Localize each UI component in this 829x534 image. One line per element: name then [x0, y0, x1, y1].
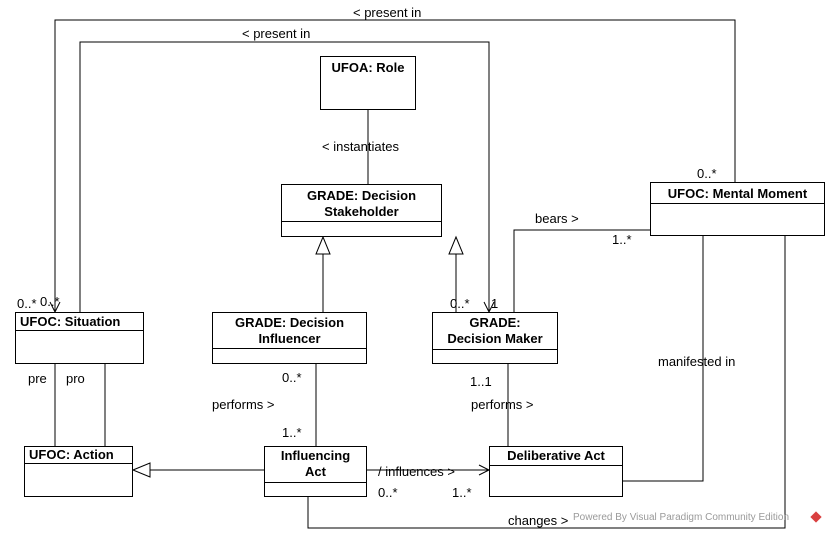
bears-line	[513, 229, 650, 312]
generalization-influencer-arrowhead	[315, 235, 331, 255]
multiplicity-maker-right: 1	[491, 296, 499, 311]
multiplicity-influences-source: 0..*	[378, 485, 398, 500]
multiplicity-influencer-bottom: 0..*	[282, 370, 302, 385]
performs-maker-label: performs >	[471, 397, 534, 412]
multiplicity-mental-moment-top: 0..*	[697, 166, 717, 181]
present-in-outer-line	[54, 19, 736, 312]
instantiates-label: < instantiates	[322, 139, 399, 154]
multiplicity-influencing-act-top: 1..*	[282, 425, 302, 440]
class-decision-maker[interactable]: GRADE: Decision Maker	[432, 312, 558, 364]
generalization-maker-arrowhead	[448, 235, 464, 255]
manifested-in-line	[623, 236, 704, 482]
class-decision-maker-line2: Decision Maker	[447, 331, 543, 346]
manifested-in-label: manifested in	[658, 354, 736, 369]
class-action[interactable]: UFOC: Action	[24, 446, 133, 497]
influences-label: / influences >	[378, 464, 455, 479]
class-mental-moment[interactable]: UFOC: Mental Moment	[650, 182, 825, 236]
class-influencing-act[interactable]: Influencing Act	[264, 446, 367, 497]
class-action-name: UFOC: Action	[25, 447, 132, 464]
present-in-inner-line	[79, 41, 490, 312]
class-decision-stakeholder-line1: GRADE: Decision	[306, 188, 417, 203]
class-decision-maker-line1: GRADE:	[469, 315, 521, 330]
class-influencing-act-line2: Act	[305, 464, 326, 479]
multiplicity-situation-left: 0..*	[17, 296, 37, 311]
class-mental-moment-name: UFOC: Mental Moment	[651, 183, 824, 204]
pre-label: pre	[28, 371, 47, 386]
generalization-action-arrowhead	[131, 462, 151, 478]
class-decision-influencer-line2: Influencer	[258, 331, 321, 346]
class-decision-influencer[interactable]: GRADE: Decision Influencer	[212, 312, 367, 364]
changes-line	[307, 236, 786, 529]
multiplicity-maker-left: 0..*	[450, 296, 470, 311]
watermark-text: Powered By Visual Paradigm Community Edi…	[573, 512, 790, 523]
class-situation[interactable]: UFOC: Situation	[15, 312, 144, 364]
multiplicity-situation-right: 0..*	[40, 294, 60, 309]
multiplicity-bears-mental: 1..*	[612, 232, 632, 247]
class-decision-maker-name: GRADE: Decision Maker	[433, 313, 557, 350]
class-deliberative-act-name: Deliberative Act	[490, 447, 622, 466]
present-in-outer-label: < present in	[353, 5, 422, 20]
class-ufoa-role-name: UFOA: Role	[331, 60, 405, 75]
pro-label: pro	[66, 371, 85, 386]
performs-influencer-label: performs >	[212, 397, 275, 412]
class-ufoa-role[interactable]: UFOA: Role	[320, 56, 416, 110]
class-decision-stakeholder-line2: Stakeholder	[324, 204, 399, 219]
class-situation-name: UFOC: Situation	[16, 313, 143, 331]
class-deliberative-act[interactable]: Deliberative Act	[489, 446, 623, 497]
class-decision-stakeholder[interactable]: GRADE: Decision Stakeholder	[281, 184, 442, 237]
class-decision-stakeholder-name: GRADE: Decision Stakeholder	[282, 185, 441, 222]
class-decision-influencer-name: GRADE: Decision Influencer	[213, 313, 366, 349]
class-influencing-act-line1: Influencing	[280, 448, 351, 463]
class-influencing-act-name: Influencing Act	[265, 447, 366, 483]
class-decision-influencer-line1: GRADE: Decision	[234, 315, 345, 330]
changes-label: changes >	[508, 513, 569, 528]
bears-label: bears >	[535, 211, 579, 226]
present-in-inner-label: < present in	[242, 26, 311, 41]
multiplicity-maker-bottom: 1..1	[470, 374, 492, 389]
multiplicity-influences-target: 1..*	[452, 485, 472, 500]
